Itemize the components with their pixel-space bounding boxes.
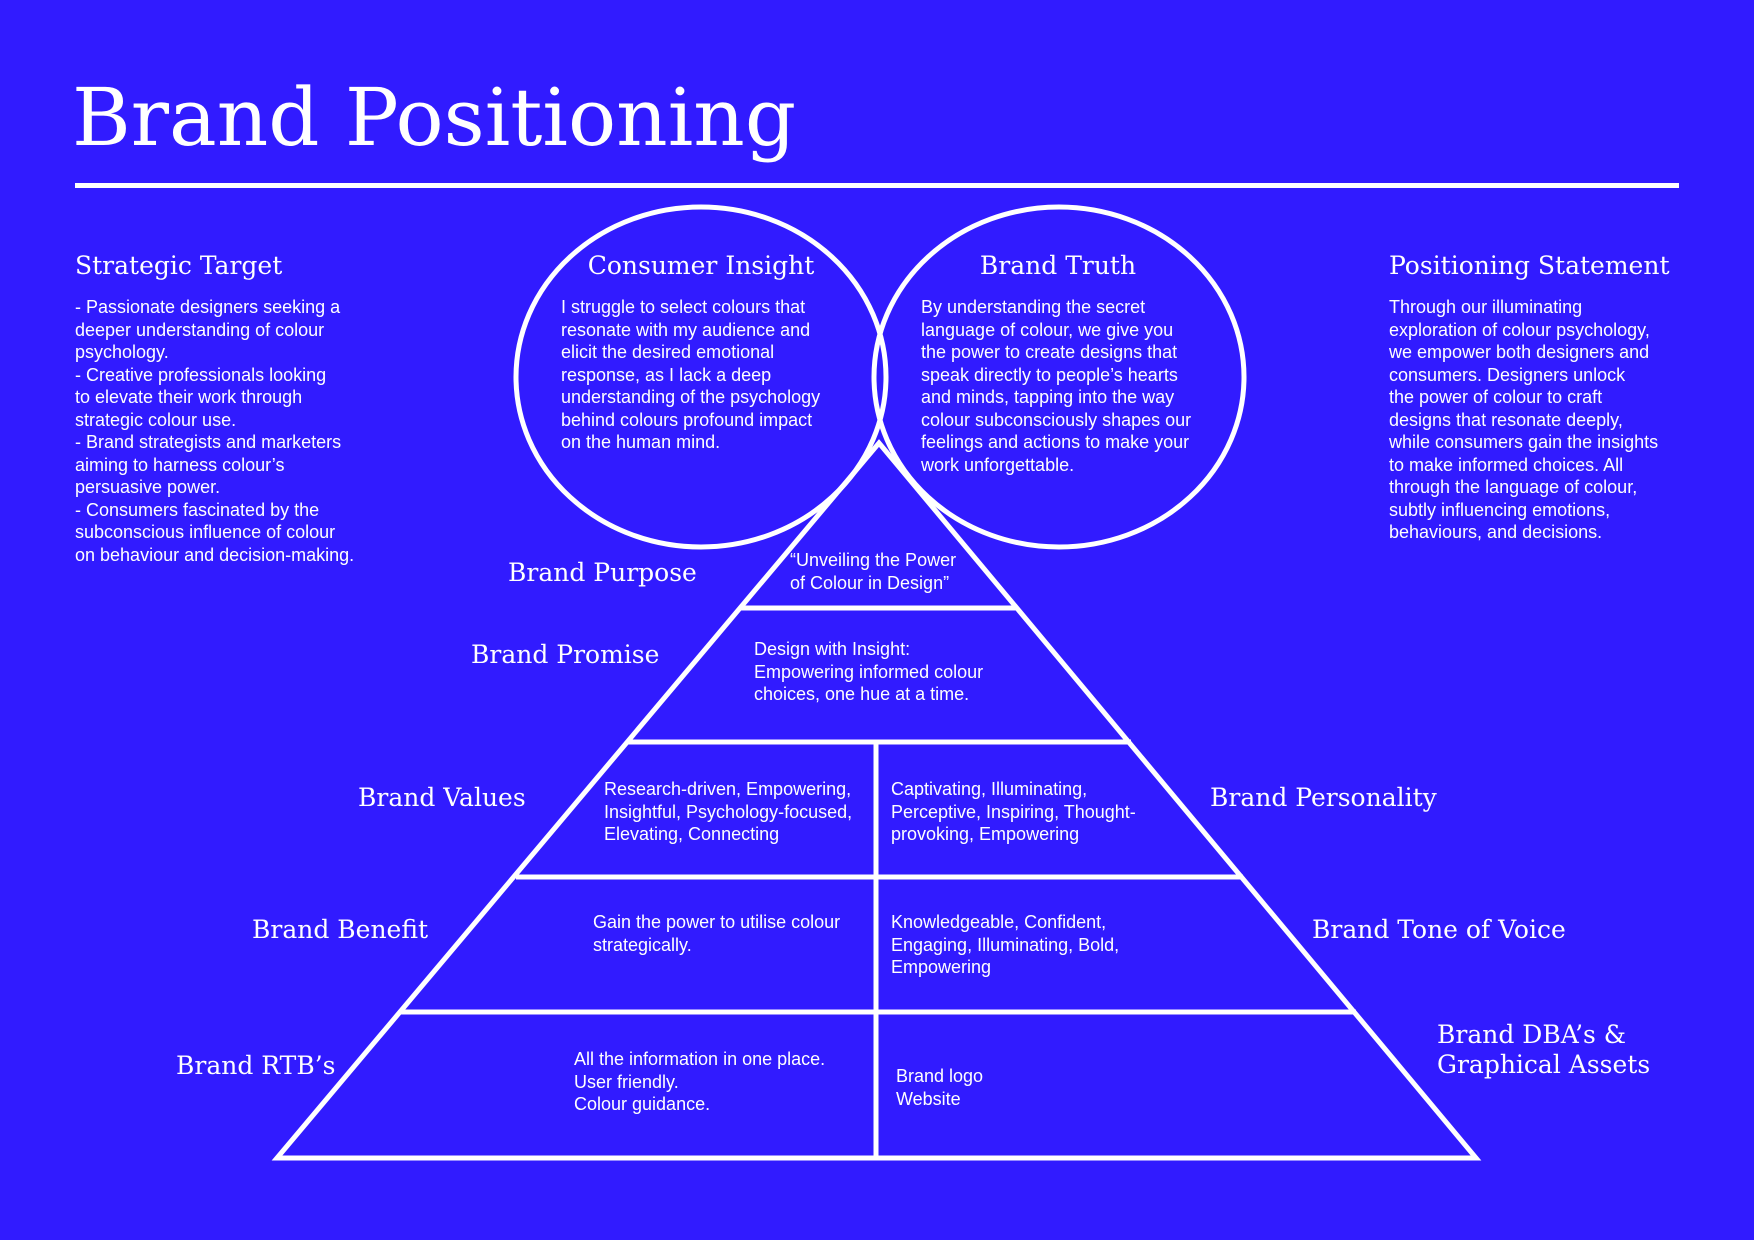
- brand-purpose-label: Brand Purpose: [508, 558, 697, 587]
- brand-purpose-text: “Unveiling the Power of Colour in Design…: [790, 550, 957, 593]
- strategic-target-body: - Passionate designers seeking a deeper …: [75, 297, 355, 565]
- strategic-target-heading: Strategic Target: [75, 251, 283, 280]
- page-title: Brand Positioning: [72, 71, 797, 164]
- brand-dbas-label: Brand DBA’s & Graphical Assets: [1437, 1020, 1651, 1079]
- brand-tone-of-voice-label: Brand Tone of Voice: [1312, 915, 1566, 944]
- title-divider: [75, 183, 1679, 188]
- brand-personality-text: Captivating, Illuminating, Perceptive, I…: [891, 779, 1136, 844]
- brand-truth-circle: [871, 204, 1247, 550]
- brand-rtbs-text: All the information in one place. User f…: [574, 1049, 826, 1114]
- brand-promise-label: Brand Promise: [471, 640, 660, 669]
- consumer-insight-heading: Consumer Insight: [587, 251, 815, 280]
- positioning-statement-body: Through our illuminating exploration of …: [1389, 297, 1659, 542]
- positioning-statement-heading: Positioning Statement: [1389, 251, 1670, 280]
- brand-truth-heading: Brand Truth: [979, 251, 1137, 280]
- brand-dbas-text: Brand logo Website: [896, 1066, 984, 1109]
- brand-personality-label: Brand Personality: [1210, 783, 1437, 812]
- brand-values-text: Research-driven, Empowering, Insightful,…: [604, 779, 853, 844]
- brand-values-label: Brand Values: [358, 783, 526, 812]
- brand-promise-text: Design with Insight: Empowering informed…: [754, 639, 984, 704]
- consumer-insight-body: I struggle to select colours that resona…: [561, 297, 821, 452]
- brand-truth-body: By understanding the secret language of …: [921, 297, 1192, 475]
- brand-benefit-label: Brand Benefit: [252, 915, 429, 944]
- brand-rtbs-label: Brand RTB’s: [176, 1051, 336, 1080]
- brand-benefit-text: Gain the power to utilise colour strateg…: [593, 912, 841, 955]
- brand-tone-of-voice-text: Knowledgeable, Confident, Engaging, Illu…: [891, 912, 1120, 977]
- consumer-insight-circle: [513, 204, 889, 550]
